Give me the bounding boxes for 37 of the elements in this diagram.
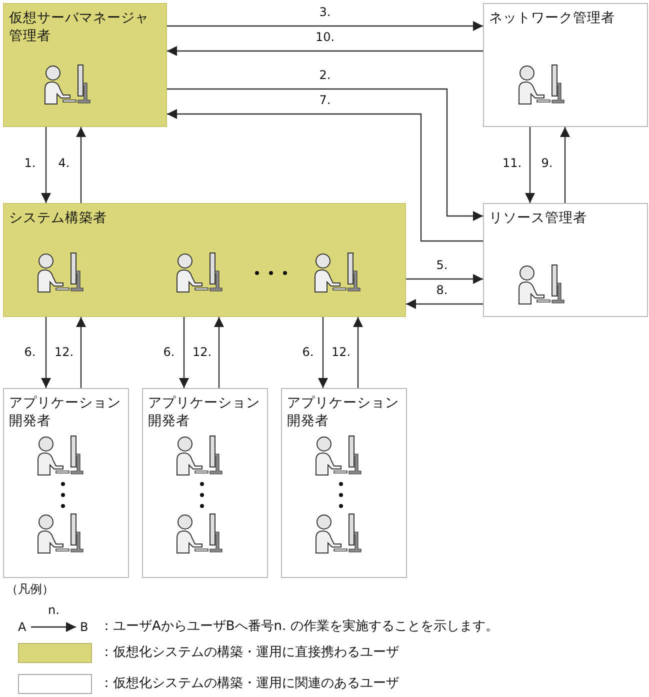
arrow bbox=[167, 46, 483, 56]
arrow bbox=[41, 127, 51, 203]
legend-text: ：仮想化システムの構築・運用に関連のあるユーザ bbox=[100, 676, 399, 692]
user-role-box bbox=[3, 3, 167, 127]
legend-text: ：仮想化システムの構築・運用に直接携わるユーザ bbox=[100, 645, 399, 661]
role-name: アプリケーション開発者 bbox=[287, 394, 400, 430]
arrow bbox=[560, 127, 570, 203]
legend-heading: （凡例） bbox=[6, 582, 54, 596]
role-name: アプリケーション開発者 bbox=[9, 394, 122, 430]
arrow bbox=[167, 109, 483, 242]
arrow bbox=[406, 299, 483, 309]
arrow bbox=[76, 317, 86, 388]
role-name: 仮想サーバマネージャ管理者 bbox=[9, 9, 150, 45]
legend-text: ：ユーザAからユーザBへ番号n. の作業を実施することを示します。 bbox=[100, 619, 498, 635]
user-role-box bbox=[281, 388, 407, 578]
arrow bbox=[167, 88, 483, 221]
role-name: リソース管理者 bbox=[489, 209, 588, 227]
arrow bbox=[406, 274, 483, 284]
arrow bbox=[167, 21, 483, 31]
user-role-box bbox=[3, 388, 129, 578]
role-name: ネットワーク管理者 bbox=[489, 9, 616, 27]
role-name: システム構築者 bbox=[9, 209, 108, 227]
arrow bbox=[525, 127, 535, 203]
user-role-box bbox=[3, 203, 406, 317]
legend-sample-label: n. bbox=[48, 603, 60, 617]
legend-sample-label: A bbox=[18, 620, 26, 634]
user-role-box bbox=[142, 388, 268, 578]
arrow bbox=[41, 317, 51, 388]
arrow bbox=[179, 317, 189, 388]
role-name: アプリケーション開発者 bbox=[148, 394, 261, 430]
arrow bbox=[318, 317, 328, 388]
legend-sample-label: B bbox=[80, 620, 88, 634]
arrow bbox=[76, 127, 86, 203]
arrow bbox=[214, 317, 224, 388]
user-role-box bbox=[483, 3, 648, 127]
user-role-box bbox=[483, 203, 648, 317]
arrow bbox=[353, 317, 363, 388]
